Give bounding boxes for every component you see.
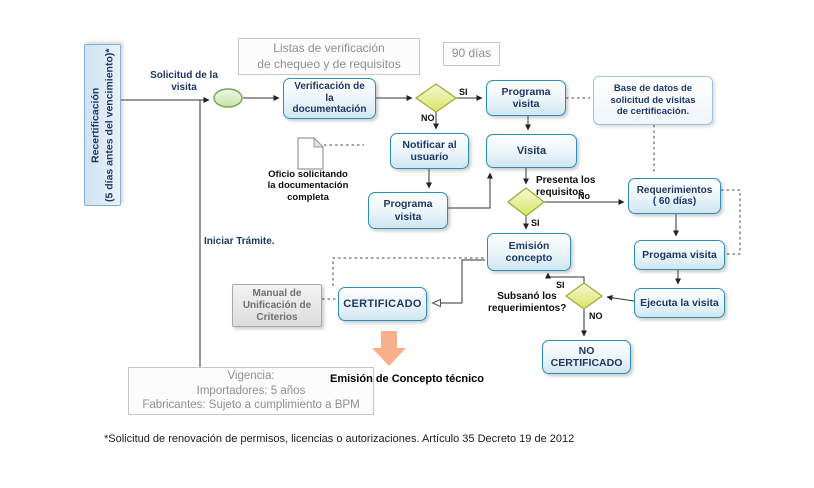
connectors-solid: [121, 95, 681, 367]
connector-si-to-emision-concepto: [545, 272, 585, 283]
connectors-dashed: [322, 97, 741, 300]
node-notificar-usuario: Notificar al usuario: [390, 133, 469, 169]
node-programa-visita-1: Programa visita: [486, 80, 566, 116]
connector-programa2-to-visita: [448, 172, 493, 209]
connector-emision-to-certificado: [433, 259, 485, 303]
node-programa-visita-2: Programa visita: [368, 192, 448, 229]
node-certificado: CERTIFICADO: [338, 287, 427, 321]
footnote: *Solicitud de renovación de permisos, li…: [104, 433, 575, 445]
node-ejecuta-visita: Ejecuta la visita: [634, 288, 725, 318]
vigencia-box: Vigencia: Importadores: 5 años Fabricant…: [128, 367, 374, 415]
dias90-box: 90 días: [443, 42, 500, 66]
start-oval: [213, 88, 243, 108]
decision1-no-label: NO: [421, 113, 435, 123]
emision-concepto-tecnico-label: Emisión de Concepto técnico: [330, 373, 485, 385]
presenta-requisitos-label: Presenta los requisitos: [536, 175, 596, 198]
decision1-si-label: SI: [459, 87, 468, 97]
document-icon: [297, 137, 324, 170]
base-datos-box: Base de datos de solicitud de visitas de…: [593, 76, 713, 125]
node-no-certificado: NO CERTIFICADO: [542, 340, 631, 374]
dashed-manual-to-emision: [332, 257, 484, 286]
node-visita: Visita: [486, 134, 577, 168]
node-requerimientos: Requerimientos ( 60 días): [628, 178, 721, 214]
dashed-requerimientos-bracket: [721, 189, 741, 255]
connector-ejecuta-to-decision3: [606, 294, 635, 302]
node-verificacion: Verificación de la documentación: [283, 78, 376, 119]
manual-unificacion-box: Manual de Unificación de Criterios: [232, 284, 322, 327]
decision-documentacion-diamond: [414, 83, 458, 113]
solicitud-visita-label: Solicitud de la visita: [150, 70, 218, 93]
decision2-no-label: No: [578, 191, 590, 201]
down-block-arrow-icon: [372, 331, 406, 366]
recertificacion-box: Recertificación (5 días antes del vencim…: [84, 44, 121, 206]
decision-subsano-diamond: [564, 282, 604, 310]
decision3-no-label: NO: [589, 311, 603, 321]
node-emision-concepto: Emisión concepto: [487, 233, 571, 271]
decision-requisitos-diamond: [506, 187, 546, 217]
iniciar-tramite-label: Iniciar Trámite.: [204, 236, 275, 247]
decision3-si-label: SI: [556, 280, 565, 290]
subsano-label: Subsanó los requerimientos?: [488, 291, 567, 314]
node-progama-visita: Progama visita: [634, 240, 725, 270]
decision2-si-label: SI: [531, 218, 540, 228]
listas-verificacion-box: Listas de verificación de chequeo y de r…: [238, 38, 420, 75]
oficio-label: Oficio solicitando la documentación comp…: [267, 169, 349, 203]
